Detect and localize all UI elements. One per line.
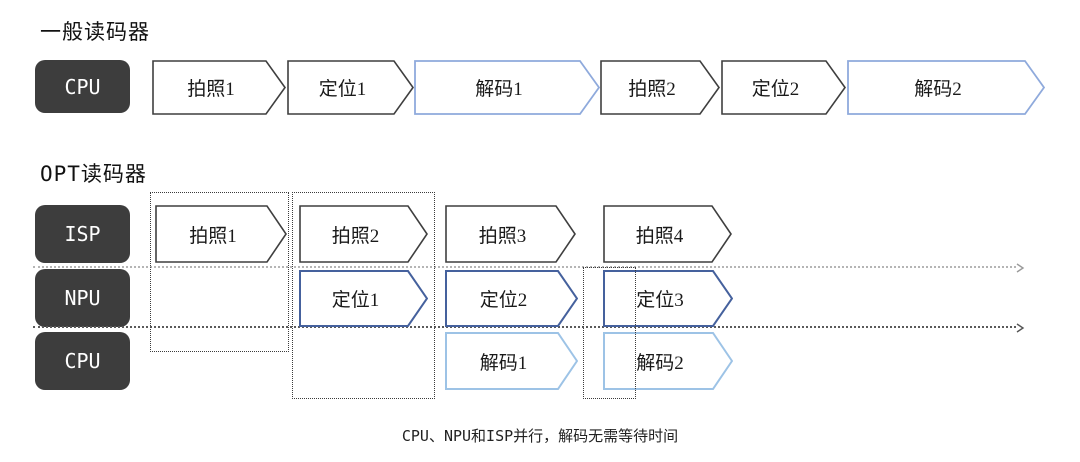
task-label: 解码2 [636,352,684,374]
task-label: 定位2 [479,290,528,311]
lane-text: ISP [64,222,101,246]
task-label: 拍照2 [331,225,380,247]
arrow-shape [299,270,428,327]
opt-cpu-task-decode1: 解码1 [445,332,578,390]
arrow-shape [152,60,286,115]
general-reader-title: 一般读码器 [40,20,150,44]
opt-isp-lane-label: ISP [35,205,130,263]
arrow-shape [287,60,414,115]
arrow-shape [445,270,578,327]
task-label: 定位1 [331,290,380,311]
general-task-photo1: 拍照1 [152,60,286,115]
opt-isp-task-photo2: 拍照2 [299,205,428,263]
diagram-caption: CPU、NPU和ISP并行，解码无需等待时间 [401,427,679,445]
opt-isp-task-photo4: 拍照4 [603,205,732,263]
dotted-group-frame-2 [292,192,435,399]
task-label: 拍照1 [189,225,237,247]
task-label: 拍照4 [635,225,684,247]
arrow-shape [847,60,1045,115]
general-task-locate1: 定位1 [287,60,414,115]
task-label: 拍照3 [478,225,527,247]
dotted-no-wait-frame [583,267,636,399]
opt-isp-task-photo3: 拍照3 [445,205,576,263]
opt-reader-title: OPT读码器 [40,162,147,186]
lane-text: NPU [64,286,101,310]
isp-time-axis [33,266,1016,268]
task-label: 解码1 [479,352,528,374]
arrow-shape [414,60,600,115]
task-label: 拍照1 [187,79,235,100]
axis-arrowhead-icon [1014,321,1026,339]
lane-text: CPU [64,74,101,99]
opt-cpu-task-decode2: 解码2 [603,332,733,390]
task-label: 解码2 [914,79,962,100]
task-label: 定位1 [318,79,367,100]
arrow-shape [445,205,576,263]
opt-npu-lane-label: NPU [35,269,130,327]
opt-npu-task-locate3: 定位3 [603,270,733,327]
task-label: 定位2 [751,79,800,100]
arrow-shape [603,205,732,263]
general-task-photo2: 拍照2 [600,60,720,115]
task-label: 拍照2 [628,79,676,100]
task-label: 定位3 [636,290,684,311]
arrow-shape [155,205,287,263]
lane-text: CPU [64,349,101,373]
opt-npu-task-locate2: 定位2 [445,270,578,327]
axis-arrowhead-icon [1014,261,1026,279]
general-cpu-lane-label: CPU [35,60,130,113]
arrow-shape [445,332,578,390]
opt-isp-task-photo1: 拍照1 [155,205,287,263]
arrow-shape [603,270,733,327]
arrow-shape [600,60,720,115]
npu-time-axis [33,326,1016,328]
dotted-group-frame-1 [150,192,289,352]
general-task-decode1: 解码1 [414,60,600,115]
arrow-shape [299,205,428,263]
opt-cpu-lane-label: CPU [35,332,130,390]
general-task-decode2: 解码2 [847,60,1045,115]
task-label: 解码1 [475,79,523,100]
opt-npu-task-locate1: 定位1 [299,270,428,327]
general-task-locate2: 定位2 [721,60,846,115]
arrow-shape [721,60,846,115]
arrow-shape [603,332,733,390]
